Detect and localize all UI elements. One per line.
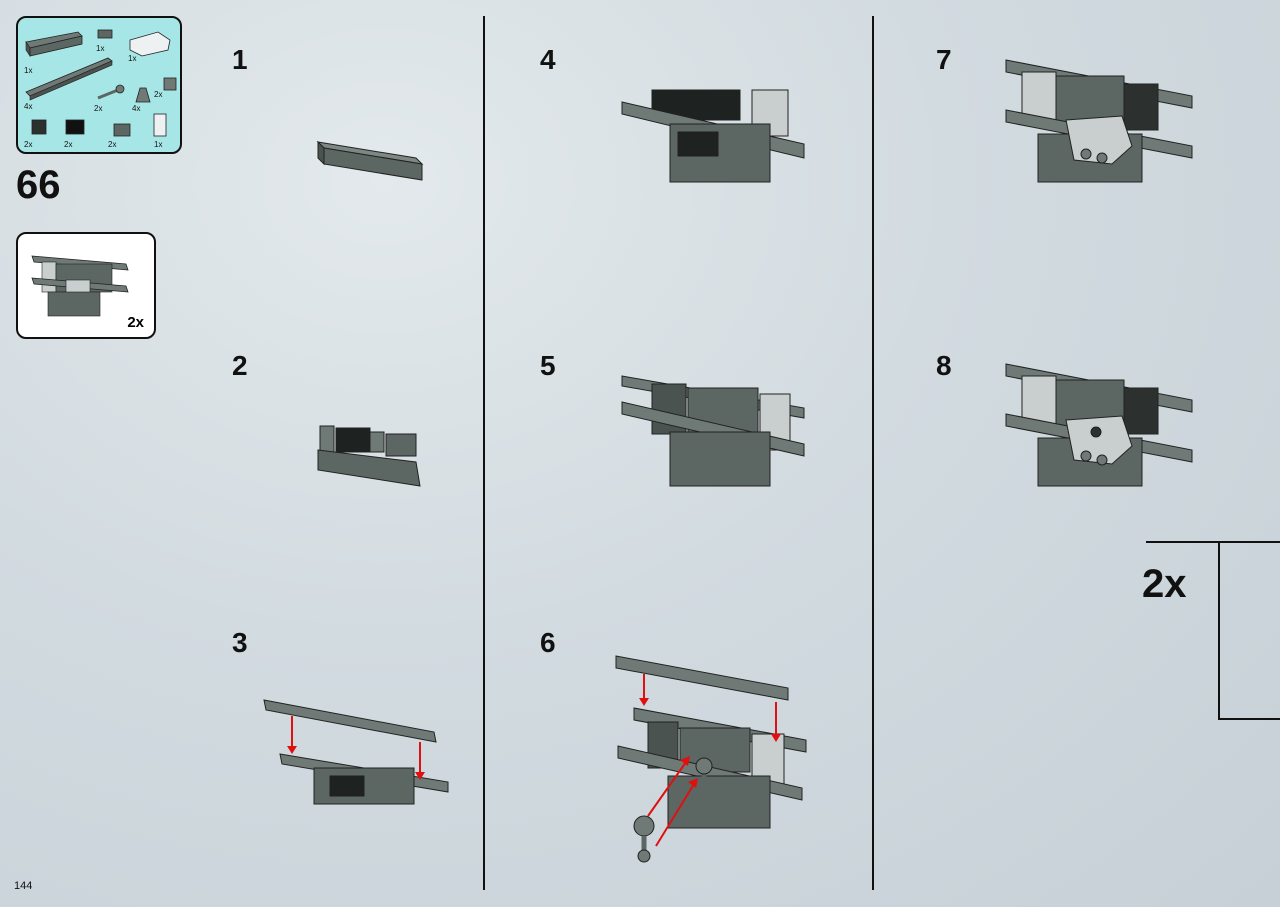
submodel-count: 2x [127, 314, 144, 331]
step-number: 1 [232, 44, 248, 75]
step-4-illustration [621, 89, 805, 183]
step-6-illustration [615, 655, 807, 863]
step-1-illustration [316, 140, 424, 181]
part-qty: 1x [96, 44, 105, 53]
submodel-illustration [31, 255, 129, 317]
step-number: 8 [936, 350, 952, 381]
step-7-illustration [1005, 59, 1193, 183]
part-qty: 2x [108, 140, 117, 149]
column-divider-2 [872, 16, 874, 890]
step-number: 7 [936, 44, 952, 75]
sequence-number: 66 [16, 163, 61, 207]
submodel-callout: 2x [16, 232, 156, 339]
step-number: 5 [540, 350, 556, 381]
part-qty: 2x [94, 104, 103, 113]
step-number: 2 [232, 350, 248, 381]
multiplier-bracket [1146, 541, 1280, 543]
part-qty: 1x [128, 54, 137, 63]
part-qty: 4x [132, 104, 141, 113]
column-divider-1 [483, 16, 485, 890]
page-number: 144 [14, 880, 33, 892]
step-number: 6 [540, 627, 556, 658]
step-number: 4 [540, 44, 556, 75]
multiplier-bracket [1218, 718, 1280, 720]
part-qty: 4x [24, 102, 33, 111]
step-2-illustration [317, 425, 421, 487]
part-qty: 2x [154, 90, 163, 99]
part-qty: 2x [24, 140, 33, 149]
step-number: 3 [232, 627, 248, 658]
parts-list-illustration [25, 29, 177, 137]
final-multiplier: 2x [1142, 562, 1187, 606]
parts-list-panel: 1x 1x 1x 4x 2x 4x 2x 2x 2x 2x 1x [16, 16, 182, 154]
part-qty: 2x [64, 140, 73, 149]
part-qty: 1x [154, 140, 163, 149]
multiplier-bracket [1218, 541, 1220, 720]
step-3-illustration [263, 699, 449, 805]
step-8-illustration [1005, 363, 1193, 487]
step-5-illustration [621, 375, 805, 487]
part-qty: 1x [24, 66, 33, 75]
